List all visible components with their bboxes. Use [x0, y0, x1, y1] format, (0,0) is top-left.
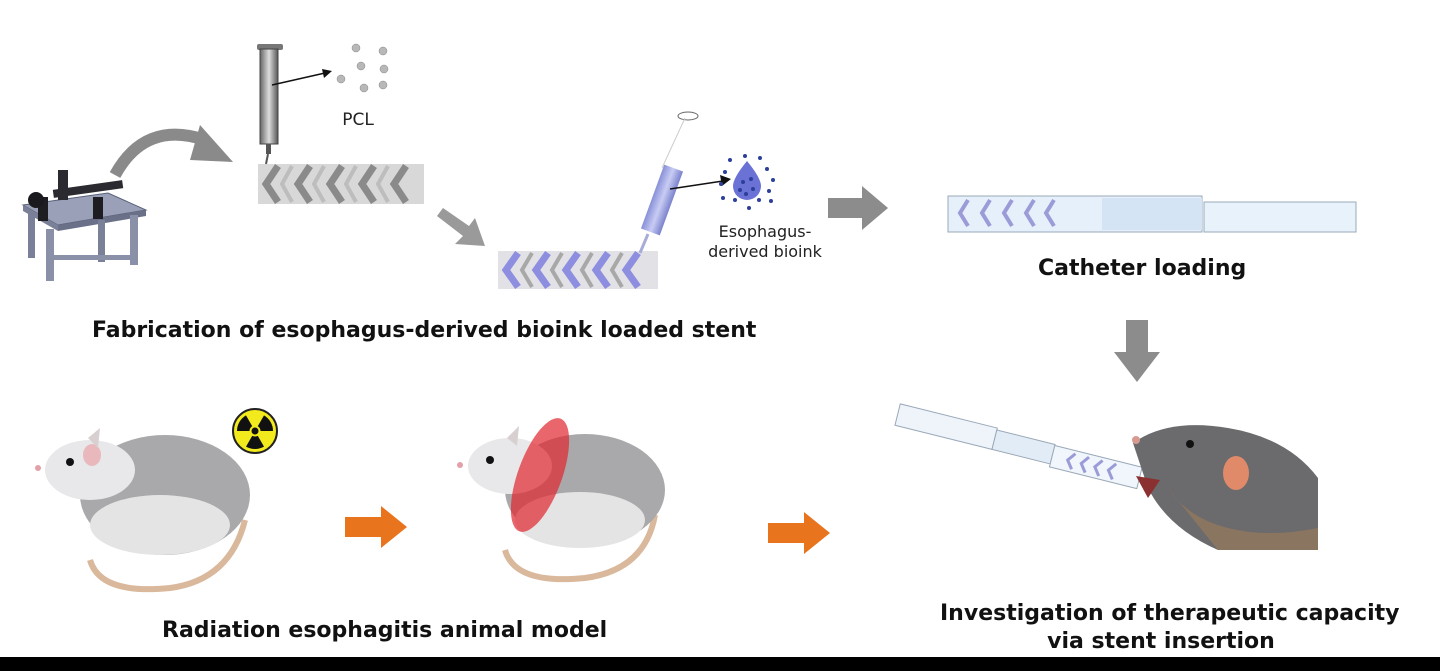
fabrication-title: Fabrication of esophagus-derived bioink …	[92, 318, 757, 343]
animal-model-title: Radiation esophagitis animal model	[162, 618, 608, 643]
rat-head-icon	[1132, 425, 1318, 550]
bioink-droplet-icon	[719, 154, 775, 210]
bioink-stent-icon	[498, 250, 658, 290]
bioink-label-line1: Esophagus-	[718, 222, 812, 241]
catheter-icon	[947, 195, 1357, 233]
inserted-catheter-icon	[894, 403, 1143, 490]
orange-right-arrow-icon	[345, 506, 407, 548]
stent-icon	[258, 164, 424, 204]
diagonal-arrow-icon	[437, 208, 485, 246]
radiation-hazard-icon	[232, 408, 278, 454]
pointer-arrow-icon	[271, 69, 332, 86]
catheter-title: Catheter loading	[1038, 256, 1247, 281]
bioink-label-line2: derived bioink	[708, 242, 822, 261]
rat-icon	[35, 428, 250, 593]
irradiated-rat-icon	[457, 418, 665, 583]
bioink-label: Esophagus- derived bioink	[700, 222, 830, 262]
right-arrow-icon	[828, 186, 888, 230]
investigation-title-line2: via stent insertion	[1047, 629, 1275, 654]
curved-arrow-icon	[109, 125, 233, 179]
investigation-title: Investigation of therapeutic capacity vi…	[940, 600, 1400, 656]
orange-right-arrow-icon	[768, 512, 830, 554]
irradiation-zone	[510, 418, 570, 532]
bottom-border	[0, 657, 1440, 671]
investigation-title-line1: Investigation of therapeutic capacity	[940, 601, 1400, 626]
pcl-particles-icon	[336, 43, 389, 93]
down-arrow-icon	[1114, 320, 1160, 382]
pcl-label: PCL	[342, 110, 374, 130]
pcl-syringe-icon	[257, 44, 283, 165]
3d-bioprinter-icon	[21, 170, 148, 281]
bioink-syringe-icon	[638, 111, 699, 254]
